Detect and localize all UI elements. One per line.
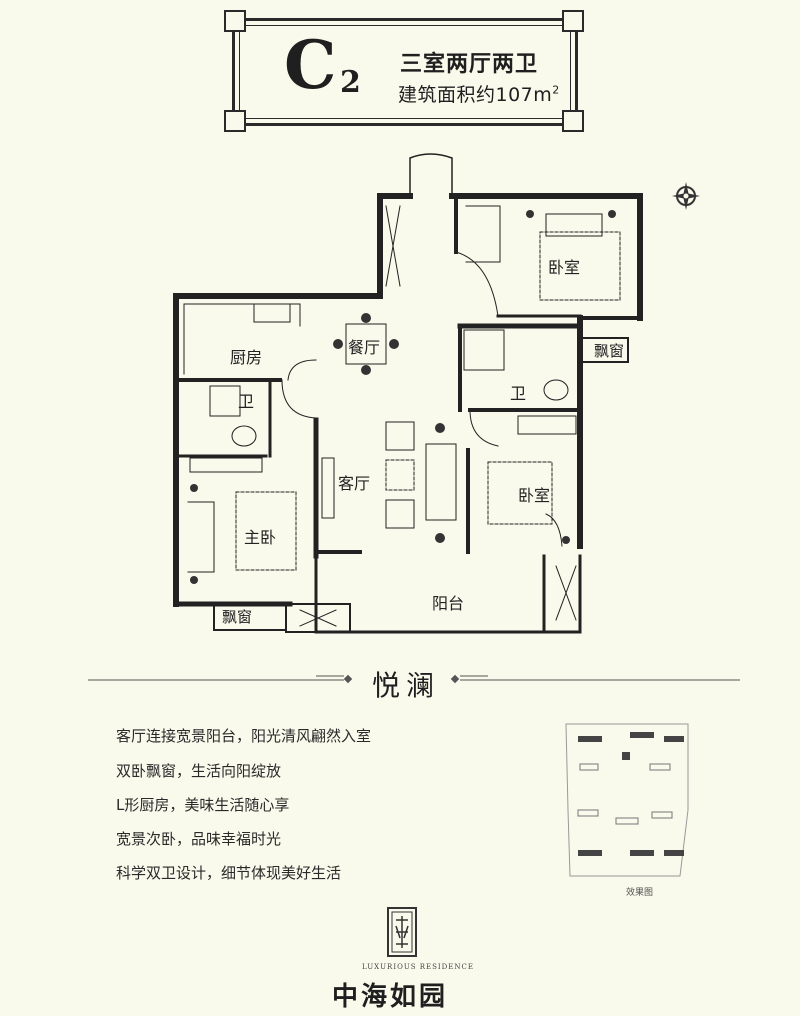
room-label-living: 客厅 <box>338 474 371 493</box>
room-label-bathroom-east: 卫 <box>510 384 527 403</box>
building-area: 建筑面积约107m2 <box>398 80 560 107</box>
room-label-master-bedroom: 主卧 <box>244 528 277 547</box>
feature-item: 客厅连接宽景阳台，阳光清风翩然入室 <box>116 727 372 745</box>
feature-item: L形厨房，美味生活随心享 <box>116 796 290 814</box>
room-label-bay-window-west: 飘窗 <box>222 608 253 626</box>
frame-corner-ornament <box>224 110 246 132</box>
floor-plan <box>173 153 643 634</box>
area-value: 建筑面积约107m <box>398 84 553 106</box>
site-plan-thumbnail <box>565 723 689 877</box>
project-section-title: 悦澜 <box>372 669 441 702</box>
unit-title-frame <box>232 18 578 126</box>
frame-corner-ornament <box>562 110 584 132</box>
brand-chinese-name: 中海如园 <box>332 982 449 1012</box>
unit-code-letter: C <box>284 26 337 104</box>
brand-logo-icon <box>387 907 417 957</box>
brand-english-name: LUXURIOUS RESIDENCE <box>362 963 474 971</box>
section-divider <box>88 674 740 684</box>
room-label-balcony: 阳台 <box>432 594 465 613</box>
layout-title: 三室两厅两卫 <box>400 52 539 77</box>
room-label-bedroom-se: 卧室 <box>518 486 551 505</box>
feature-item: 科学双卫设计，细节体现美好生活 <box>116 864 342 882</box>
feature-item: 双卧飘窗，生活向阳绽放 <box>116 762 282 780</box>
frame-corner-ornament <box>562 10 584 32</box>
unit-code-number: 2 <box>340 65 361 100</box>
room-label-kitchen: 厨房 <box>230 348 263 367</box>
compass-icon <box>672 182 700 210</box>
site-plan-caption: 效果图 <box>626 888 654 898</box>
room-label-bedroom-ne: 卧室 <box>548 258 581 277</box>
room-label-bay-window-east: 飘窗 <box>594 342 625 360</box>
area-unit-superscript: 2 <box>552 83 560 97</box>
room-label-dining: 餐厅 <box>348 338 381 357</box>
room-label-bathroom-west: 卫 <box>238 392 255 411</box>
feature-item: 宽景次卧，品味幸福时光 <box>116 830 282 848</box>
frame-corner-ornament <box>224 10 246 32</box>
